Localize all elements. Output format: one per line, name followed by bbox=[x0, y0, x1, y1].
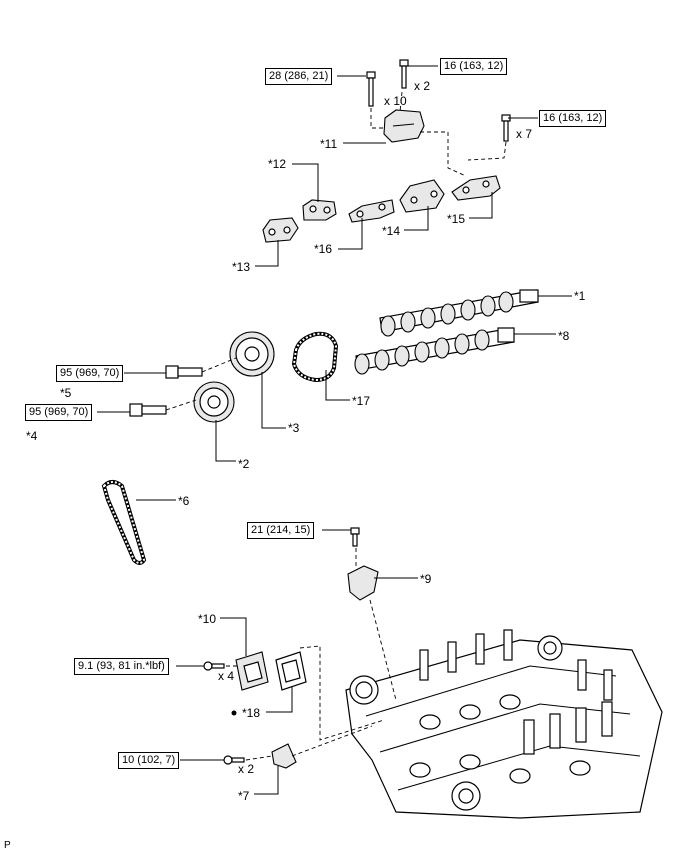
gear-bolt-5 bbox=[165, 365, 203, 379]
quantity-x2-bottom: x 2 bbox=[238, 762, 255, 776]
cylinder-head bbox=[345, 629, 663, 819]
bolt-21nm bbox=[350, 527, 360, 547]
torque-spec-95-a: 95 (969, 70) bbox=[56, 365, 124, 382]
callout-1: *1 bbox=[574, 289, 586, 303]
bearing-cap-11 bbox=[383, 109, 425, 143]
callout-5: *5 bbox=[60, 386, 72, 400]
bearing-cap-16 bbox=[348, 199, 395, 223]
bolt-28nm bbox=[366, 71, 376, 107]
quantity-x10: x 10 bbox=[384, 94, 407, 108]
bearing-cap-13 bbox=[262, 217, 299, 243]
camshaft-timing-gear-2 bbox=[193, 381, 235, 423]
footer-mark: P bbox=[4, 840, 11, 851]
callout-13: *13 bbox=[232, 260, 251, 274]
callout-12: *12 bbox=[268, 157, 287, 171]
timing-chain-17 bbox=[291, 331, 339, 383]
oil-control-valve-10 bbox=[235, 651, 269, 691]
callout-18: *18 bbox=[242, 706, 261, 720]
callout-14: *14 bbox=[382, 224, 401, 238]
leader-lines bbox=[97, 65, 572, 795]
callout-4: *4 bbox=[26, 429, 38, 443]
callout-11: *11 bbox=[320, 137, 338, 151]
callout-6: *6 bbox=[178, 494, 190, 508]
torque-spec-95-b: 95 (969, 70) bbox=[25, 404, 93, 421]
camshaft-1 bbox=[379, 289, 539, 337]
callout-9: *9 bbox=[420, 572, 432, 586]
gear-bolt-4 bbox=[129, 403, 167, 417]
torque-spec-16-a: 16 (163, 12) bbox=[440, 58, 508, 75]
callout-3: *3 bbox=[288, 421, 300, 435]
callout-16: *16 bbox=[314, 242, 333, 256]
callout-2: *2 bbox=[238, 457, 250, 471]
bearing-cap-15 bbox=[451, 175, 501, 201]
bolt-16nm-x2 bbox=[399, 59, 409, 89]
torque-spec-10: 10 (102, 7) bbox=[118, 752, 180, 769]
torque-spec-16-b: 16 (163, 12) bbox=[539, 110, 607, 127]
callout-7: *7 bbox=[238, 789, 250, 803]
bolt-9-1nm-x4 bbox=[203, 661, 225, 671]
camshaft-timing-gear-3 bbox=[229, 331, 275, 377]
camshaft-8 bbox=[354, 327, 515, 375]
timing-chain-6 bbox=[101, 480, 147, 565]
bearing-cap-12 bbox=[302, 199, 337, 221]
bearing-cap-14 bbox=[399, 179, 445, 213]
callout-17: *17 bbox=[352, 394, 371, 408]
gasket-18 bbox=[275, 651, 307, 691]
torque-spec-28: 28 (286, 21) bbox=[265, 68, 333, 85]
torque-spec-21: 21 (214, 15) bbox=[247, 522, 315, 539]
quantity-x4: x 4 bbox=[218, 669, 235, 683]
quantity-x2-top: x 2 bbox=[414, 79, 431, 93]
callout-10: *10 bbox=[198, 612, 217, 626]
bolt-16nm-x7 bbox=[501, 114, 511, 142]
callout-8: *8 bbox=[558, 329, 570, 343]
callout-15: *15 bbox=[447, 212, 466, 226]
new-part-bullet bbox=[231, 710, 237, 716]
bolt-10nm-x2 bbox=[223, 755, 245, 765]
quantity-x7: x 7 bbox=[516, 127, 533, 141]
torque-spec-9-1: 9.1 (93, 81 in.*lbf) bbox=[74, 658, 169, 675]
bracket-7 bbox=[271, 743, 297, 769]
chain-tensioner-9 bbox=[347, 565, 379, 601]
alignment-dashed-lines bbox=[165, 91, 507, 761]
